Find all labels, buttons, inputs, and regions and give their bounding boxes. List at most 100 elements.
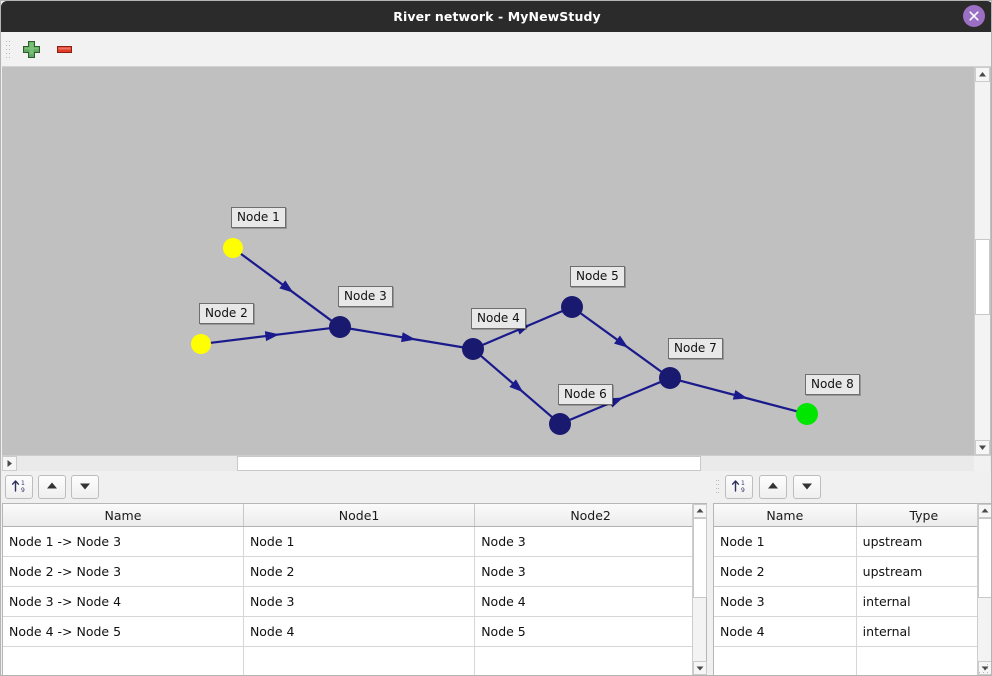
- links-column-header-node2[interactable]: Node2: [474, 504, 706, 527]
- node-label-node6[interactable]: Node 6: [558, 384, 613, 405]
- scroll-up-icon[interactable]: [975, 67, 990, 82]
- nodes-scroll-up-icon[interactable]: [978, 504, 991, 518]
- node-label-node4[interactable]: Node 4: [471, 308, 526, 329]
- links-table-scrollbar[interactable]: [692, 503, 707, 675]
- links-move-down-icon[interactable]: [71, 475, 99, 499]
- links-column-header-node1[interactable]: Node1: [243, 504, 476, 527]
- node-label-node1[interactable]: Node 1: [231, 207, 286, 228]
- graph-node-node1[interactable]: [223, 238, 243, 258]
- svg-text:1: 1: [21, 480, 25, 487]
- nodes-cell[interactable]: internal: [856, 586, 991, 617]
- nodes-move-up-icon[interactable]: [759, 475, 787, 499]
- edge-arrow-icon: [509, 379, 524, 393]
- links-cell[interactable]: Node 3: [243, 586, 476, 617]
- links-cell[interactable]: Node 3: [474, 556, 706, 587]
- canvas-vscroll-thumb[interactable]: [975, 239, 990, 315]
- title-bar: River network - MyNewStudy: [1, 1, 991, 32]
- edge-arrow-icon: [732, 390, 748, 400]
- nodes-table-scrollbar[interactable]: [977, 503, 991, 675]
- scrollbar-corner: [974, 455, 990, 471]
- graph-node-node8[interactable]: [796, 403, 818, 425]
- links-cell[interactable]: Node 2: [243, 556, 476, 587]
- toolbar-drag-handle[interactable]: [6, 41, 11, 58]
- nodes-column-header-type[interactable]: Type: [856, 504, 991, 527]
- scroll-down-icon[interactable]: [975, 440, 990, 455]
- nodes-move-down-icon[interactable]: [793, 475, 821, 499]
- scroll-right-icon[interactable]: [2, 456, 17, 471]
- canvas-vertical-scrollbar[interactable]: [974, 67, 990, 455]
- nodes-cell[interactable]: Node 3: [714, 586, 857, 617]
- nodes-cell[interactable]: Node 1: [714, 526, 857, 557]
- window-resize-grip[interactable]: [979, 664, 988, 673]
- red-minus-icon[interactable]: [53, 38, 76, 61]
- canvas-hscroll-thumb[interactable]: [237, 456, 701, 471]
- node-label-node2[interactable]: Node 2: [199, 303, 254, 324]
- nodes-cell[interactable]: [714, 646, 857, 675]
- links-column-header-name[interactable]: Name: [3, 504, 244, 527]
- nodes-cell[interactable]: internal: [856, 616, 991, 647]
- nodes-layer: [191, 238, 818, 435]
- links-cell[interactable]: Node 4 -> Node 5: [3, 616, 244, 647]
- canvas-horizontal-scrollbar[interactable]: [2, 455, 991, 471]
- node-label-node3[interactable]: Node 3: [338, 286, 393, 307]
- links-table-row[interactable]: [3, 646, 706, 675]
- links-cell[interactable]: Node 4: [243, 616, 476, 647]
- links-sort-ascending-icon[interactable]: 1 9: [5, 475, 33, 499]
- links-cell[interactable]: Node 2 -> Node 3: [3, 556, 244, 587]
- nodes-table-row[interactable]: [714, 646, 991, 675]
- network-canvas[interactable]: Node 1 Node 2 Node 3 Node 4 Node 5 Node 6 Node…: [2, 67, 991, 455]
- links-cell[interactable]: [3, 646, 244, 675]
- nodes-cell[interactable]: Node 4: [714, 616, 857, 647]
- nodes-sort-ascending-icon[interactable]: 1 9: [725, 475, 753, 499]
- svg-text:9: 9: [741, 487, 745, 494]
- graph-node-node5[interactable]: [561, 296, 583, 318]
- graph-node-node7[interactable]: [659, 367, 681, 389]
- green-plus-icon[interactable]: [20, 38, 43, 61]
- links-scroll-thumb[interactable]: [693, 518, 707, 598]
- graph-node-node3[interactable]: [329, 316, 351, 338]
- links-cell[interactable]: Node 5: [474, 616, 706, 647]
- nodes-toolbar-grip[interactable]: [716, 480, 719, 494]
- nodes-cell[interactable]: upstream: [856, 526, 991, 557]
- links-cell[interactable]: Node 3: [474, 526, 706, 557]
- links-cell[interactable]: Node 3 -> Node 4: [3, 586, 244, 617]
- nodes-cell[interactable]: Node 2: [714, 556, 857, 587]
- node-label-node5[interactable]: Node 5: [570, 266, 625, 287]
- links-cell[interactable]: Node 4: [474, 586, 706, 617]
- graph-node-node6[interactable]: [549, 413, 571, 435]
- links-scroll-up-icon[interactable]: [693, 504, 707, 518]
- node-label-node7[interactable]: Node 7: [668, 338, 723, 359]
- nodes-column-header-name[interactable]: Name: [714, 504, 857, 527]
- links-move-up-icon[interactable]: [38, 475, 66, 499]
- close-icon[interactable]: [963, 5, 985, 27]
- nodes-scroll-thumb[interactable]: [978, 518, 991, 598]
- links-cell[interactable]: [474, 646, 706, 675]
- links-cell[interactable]: [243, 646, 476, 675]
- graph-node-node4[interactable]: [462, 338, 484, 360]
- edge-arrow-icon: [264, 331, 280, 342]
- nodes-cell[interactable]: [856, 646, 991, 675]
- links-cell[interactable]: Node 1 -> Node 3: [3, 526, 244, 557]
- nodes-cell[interactable]: upstream: [856, 556, 991, 587]
- svg-text:1: 1: [741, 480, 745, 487]
- network-canvas-content[interactable]: Node 1 Node 2 Node 3 Node 4 Node 5 Node 6 Node…: [2, 67, 977, 455]
- links-cell[interactable]: Node 1: [243, 526, 476, 557]
- graph-node-node2[interactable]: [191, 334, 211, 354]
- links-scroll-down-icon[interactable]: [693, 661, 707, 675]
- node-label-node8[interactable]: Node 8: [805, 374, 860, 395]
